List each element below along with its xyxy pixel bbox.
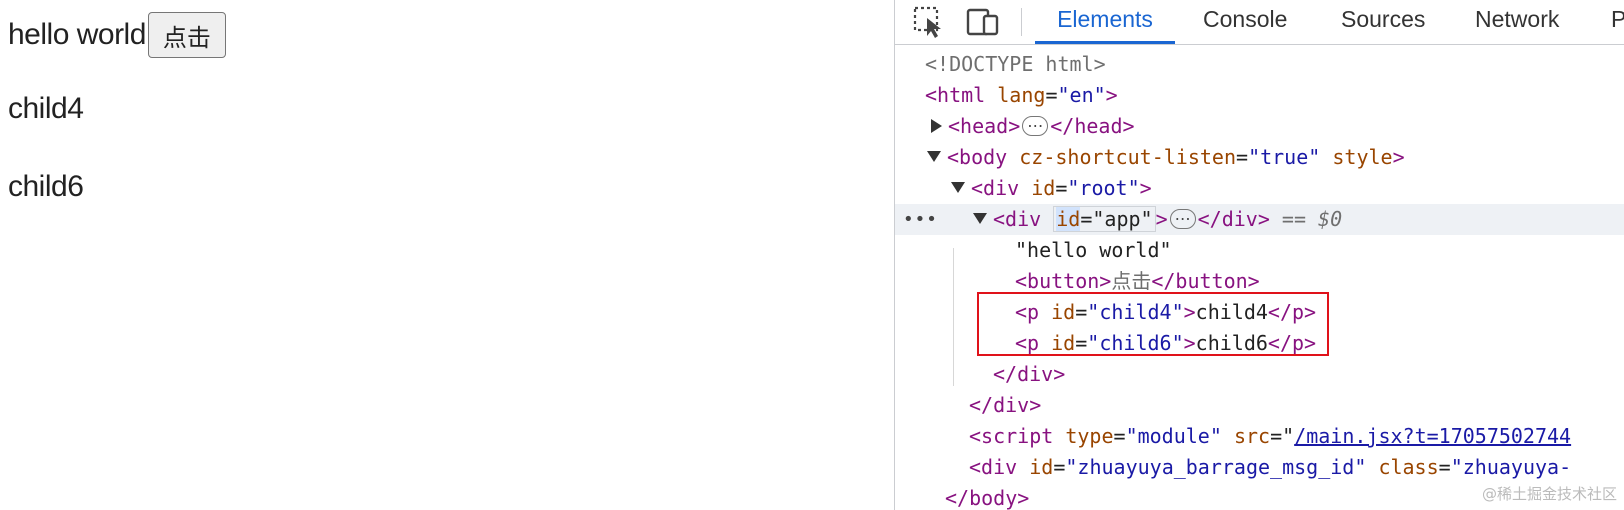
dom-row-hello-text[interactable]: "hello world": [895, 235, 1624, 266]
dom-row-script[interactable]: <script type="module" src="/main.jsx?t=1…: [969, 424, 1572, 448]
tag-div-close: </div>: [969, 393, 1042, 417]
p-text-child4: child4: [1195, 300, 1268, 324]
dom-row-div-barrage[interactable]: <div id="zhuayuya_barrage_msg_id" class=…: [969, 455, 1572, 479]
tag-div-close: </div>: [993, 362, 1066, 386]
inspect-element-icon[interactable]: [911, 4, 947, 40]
dom-row-root[interactable]: <div id="root">: [895, 173, 1624, 204]
dom-row-app-selected[interactable]: ••• <div id="app">…</div> == $0: [895, 204, 1624, 235]
p-text-child6: child6: [1195, 331, 1268, 355]
active-tab-indicator: [1035, 41, 1175, 44]
hello-world-line: hello world 点击: [8, 12, 226, 58]
tag-script-open: <script: [969, 424, 1054, 448]
tag-p-open: <p: [1015, 331, 1040, 355]
dom-row-body-close[interactable]: </body>: [895, 483, 1624, 510]
child4-paragraph: child4: [8, 92, 84, 125]
tag-div-app-open: <div: [993, 207, 1042, 231]
attr-style: style: [1332, 145, 1393, 169]
dom-row-p-child4[interactable]: <p id="child4">child4</p>: [1015, 300, 1317, 324]
tab-elements[interactable]: Elements: [1057, 6, 1153, 32]
hello-world-text: hello world: [8, 18, 146, 51]
devtools-panel: Elements Console Sources Network P <!DOC…: [894, 0, 1624, 510]
tag-button-open: <button>: [1015, 269, 1112, 293]
collapse-triangle-icon[interactable]: [973, 213, 987, 224]
collapsed-ellipsis-icon[interactable]: …: [1022, 113, 1049, 136]
val-lang: "en": [1057, 83, 1106, 107]
tag-div-root-open: <div: [971, 176, 1020, 200]
doctype-text: <!DOCTYPE html>: [925, 52, 1106, 76]
click-button[interactable]: 点击: [147, 12, 226, 58]
tab-console[interactable]: Console: [1203, 6, 1288, 32]
tag-body-close: </body>: [945, 486, 1030, 510]
tag-head-open: <head>: [948, 114, 1021, 138]
dom-tree: <!DOCTYPE html> <html lang="en"> <head>……: [895, 46, 1624, 510]
device-toolbar-icon[interactable]: [965, 4, 1001, 40]
collapse-triangle-icon[interactable]: [927, 151, 941, 162]
watermark-text: @稀土掘金技术社区: [1481, 485, 1617, 503]
child6-paragraph: child6: [8, 170, 84, 203]
val-root: "root": [1067, 176, 1140, 200]
attr-src: src: [1233, 424, 1271, 448]
tag-div-app-close: </div>: [1197, 207, 1270, 231]
script-src-link[interactable]: /main.jsx?t=17057502744: [1294, 424, 1572, 448]
tag-head-close: </head>: [1050, 114, 1135, 138]
val-child6: "child6": [1087, 331, 1184, 355]
collapsed-ellipsis-icon[interactable]: …: [1169, 206, 1196, 229]
attr-cz-shortcut-listen: cz-shortcut-listen: [1019, 145, 1237, 169]
tag-p-close: </p>: [1267, 300, 1317, 324]
button-text: 点击: [1111, 269, 1152, 293]
tag-div-open: <div: [969, 455, 1018, 479]
dom-row-div-close-root[interactable]: </div>: [895, 390, 1624, 421]
expand-triangle-icon[interactable]: [931, 118, 942, 133]
attr-id: id: [1031, 176, 1056, 200]
row-menu-icon[interactable]: •••: [903, 209, 938, 230]
toolbar-separator: [1021, 8, 1022, 36]
dom-row-div-close-app[interactable]: </div>: [895, 359, 1624, 390]
attr-class: class: [1378, 455, 1439, 479]
collapse-triangle-icon[interactable]: [951, 182, 965, 193]
page-viewport: hello world 点击 child4 child6: [8, 12, 226, 203]
attr-id: id: [1029, 455, 1054, 479]
dom-row-p-child6[interactable]: <p id="child6">child6</p>: [1015, 331, 1317, 355]
tag-button-close: </button>: [1151, 269, 1260, 293]
dom-row-html[interactable]: <html lang="en">: [925, 83, 1118, 107]
indent-guide: [953, 248, 954, 386]
val-cz-shortcut-listen: "true": [1248, 145, 1321, 169]
tab-sources[interactable]: Sources: [1341, 6, 1426, 32]
tag-body-open: <body: [947, 145, 1008, 169]
dom-row-doctype[interactable]: <!DOCTYPE html>: [895, 49, 1624, 80]
tab-network[interactable]: Network: [1475, 6, 1560, 32]
attr-id-editing[interactable]: id: [1056, 207, 1081, 231]
dom-row-head[interactable]: <head>…</head>: [895, 111, 1624, 142]
text-node-hello: "hello world": [1015, 238, 1172, 262]
tab-overflow[interactable]: P: [1611, 0, 1624, 44]
attr-type: type: [1065, 424, 1114, 448]
attr-id: id: [1051, 331, 1076, 355]
tag-p-open: <p: [1015, 300, 1040, 324]
val-child4: "child4": [1087, 300, 1184, 324]
tag-html-open: <html: [925, 83, 986, 107]
attr-id: id: [1051, 300, 1076, 324]
devtools-toolbar: Elements Console Sources Network P: [895, 0, 1624, 45]
val-class: "zhuayuya-: [1450, 455, 1572, 479]
val-barrage-id: "zhuayuya_barrage_msg_id": [1065, 455, 1367, 479]
val-module: "module": [1125, 424, 1222, 448]
dom-row-body[interactable]: <body cz-shortcut-listen="true" style>: [895, 142, 1624, 173]
tag-p-close: </p>: [1267, 331, 1317, 355]
console-ref: == $0: [1281, 207, 1343, 231]
attr-lang: lang: [997, 83, 1046, 107]
dom-row-button[interactable]: <button>点击</button>: [895, 266, 1624, 297]
val-app[interactable]: "app": [1092, 207, 1153, 231]
